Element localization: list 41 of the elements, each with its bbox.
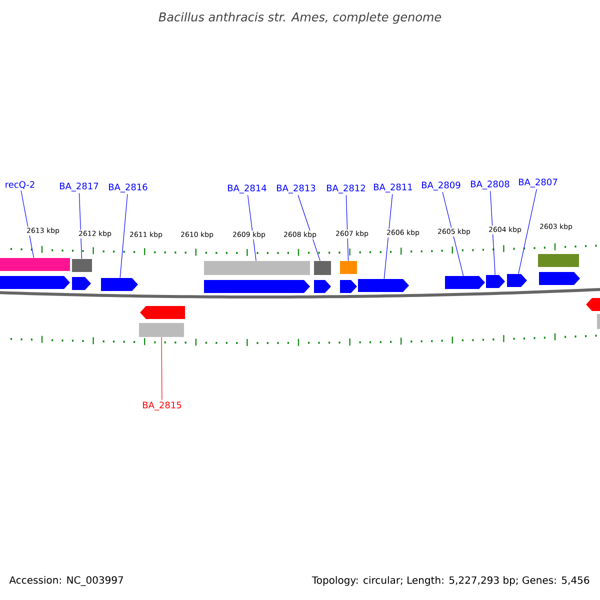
gene-feature [0, 276, 70, 289]
map-title: Bacillus anthracis str. Ames, complete genome [158, 12, 442, 24]
gene-feature [340, 280, 357, 293]
leader-line [120, 194, 128, 278]
leader-line [490, 190, 496, 276]
gene-label: recQ-2 [6, 181, 34, 189]
genome-stats-text: Topology: circular; Length: 5,227,293 bp; Genes: 5,456 [312, 576, 590, 586]
leader-line [518, 188, 537, 274]
gene-bar [72, 259, 92, 272]
gene-label: BA_2817 [60, 182, 98, 192]
gene-feature [204, 280, 310, 293]
gene-label: BA_2814 [228, 184, 266, 194]
gene-bar [597, 314, 600, 329]
gene-bar [314, 261, 331, 275]
leader-line [384, 194, 393, 280]
leader-line [78, 192, 82, 260]
gene-feature [507, 274, 527, 287]
gene-feature [539, 272, 580, 285]
leader-line [298, 194, 320, 262]
gene-label: BA_2811 [374, 184, 412, 192]
gene-label: BA_2816 [109, 184, 148, 192]
gene-bar [139, 323, 184, 337]
gene-feature [586, 298, 600, 311]
accession-text: Accession: NC_003997 [9, 576, 124, 586]
gene-label: BA_2812 [327, 184, 365, 194]
gene-feature [140, 306, 185, 319]
gene-feature [101, 278, 138, 291]
gene-bar [538, 254, 579, 267]
leader-line [442, 192, 464, 276]
gene-label: BA_2809 [422, 182, 460, 190]
gene-feature [314, 280, 331, 293]
leader-line [161, 336, 162, 400]
gene-label: BA_2813 [277, 184, 316, 194]
gene-bar [340, 261, 357, 274]
gene-bar [0, 258, 70, 271]
gene-label: BA_2807 [519, 178, 558, 188]
gene-bar [204, 261, 310, 275]
gene-label: BA_2815 [143, 402, 182, 410]
gene-feature [486, 275, 505, 288]
gene-label: BA_2808 [471, 180, 510, 190]
gene-feature [72, 277, 91, 290]
